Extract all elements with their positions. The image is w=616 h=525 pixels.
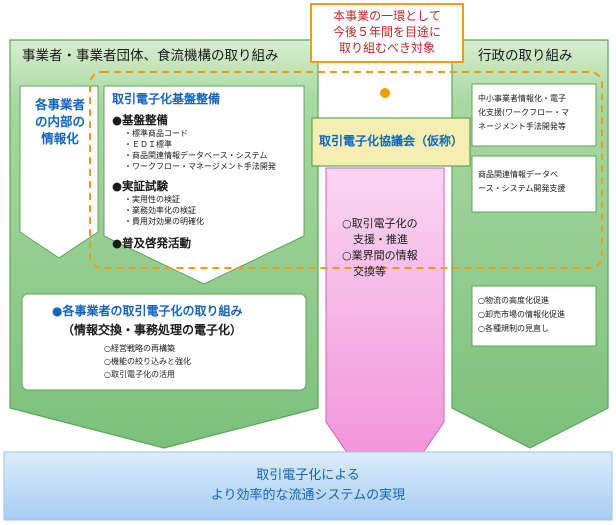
bullet-mark: ●	[112, 113, 123, 127]
gov-box-1-text: 中小事業者情報化・電子 化支援(ワークフロー・マ ネージメント手法開発等	[478, 92, 569, 134]
bullet-mark: ●	[112, 179, 123, 193]
pink-line: 交換等	[342, 265, 386, 278]
gov-item: ○物流の高度化促進	[478, 296, 549, 305]
pink-line: ○業界間の情報	[342, 249, 418, 262]
infra-section-test: ●実証試験 ・実用性の検証 ・業務効率化の検証 ・費用対効果の明確化	[112, 178, 276, 227]
gov-line: ース・システム開発支援	[478, 184, 566, 193]
bottom-band	[3, 451, 613, 521]
pink-arrow-text: ○取引電子化の 支援・推進 ○業界間の情報 交換等	[342, 216, 418, 280]
efforts-content: ●各事業者の取引電子化の取り組み （情報交換・事務処理の電子化） ○経営戦略の再…	[52, 302, 242, 381]
gov-box-2	[471, 155, 597, 213]
infra-content: 取引電子化基盤整備 ●基盤整備 ・標準商品コード ・ＥＤＩ標準 ・商品関連情報デ…	[112, 90, 276, 251]
callout-line: 今後５年間を目途に	[332, 25, 441, 39]
callout-dot	[380, 88, 390, 98]
infra-title: 取引電子化基盤整備	[112, 92, 221, 106]
callout-text: 本事業の一環として 今後５年間を目途に 取り組むべき対象	[311, 8, 463, 56]
infra-section-promo: ●普及啓発活動	[112, 235, 276, 251]
gov-item: ○各種規制の見直し	[478, 324, 549, 333]
internal-label-line: の内部の	[34, 114, 85, 129]
gov-box-2-text: 商品関連情報データベ ース・システム開発支援	[478, 168, 565, 196]
bottom-line: より効率的な流通システムの実現	[210, 488, 406, 503]
infra-section-head: ●普及啓発活動	[112, 236, 192, 250]
infra-item: ・標準商品コード	[124, 129, 188, 138]
infra-item: ・実用性の検証	[124, 195, 180, 204]
efforts-item: ○取引電子化の活用	[104, 370, 175, 379]
gov-line: ネージメント手法開発等	[478, 122, 566, 131]
callout-line: 取り組むべき対象	[338, 41, 435, 55]
infra-item: ・ＥＤＩ標準	[124, 140, 172, 149]
callout-line: 本事業の一環として	[333, 9, 441, 23]
council-box	[311, 117, 471, 167]
gov-box-3	[471, 285, 597, 347]
efforts-subtitle: （情報交換・事務処理の電子化）	[62, 323, 243, 337]
gov-item: ○卸売市場の情報化促進	[478, 310, 565, 319]
left-header: 事業者・事業者団体、食流機構の取り組み	[22, 48, 279, 64]
infra-section-head: ●基盤整備	[112, 113, 169, 127]
internal-label: 各事業者 の内部の 情報化	[24, 96, 96, 147]
infra-item: ・費用対効果の明確化	[124, 217, 204, 226]
infra-section-base: ●基盤整備 ・標準商品コード ・ＥＤＩ標準 ・商品関連情報データベース・システム…	[112, 112, 276, 172]
gov-line: 中小事業者情報化・電子	[478, 94, 566, 103]
efforts-item: ○機能の絞り込みと強化	[104, 357, 191, 366]
gov-box-1	[471, 83, 597, 147]
infra-item: ・商品関連情報データベース・システム	[124, 151, 268, 160]
infra-item: ・ワークフロー・マネージメント手法開発	[124, 162, 276, 171]
gov-line: 商品関連情報データベ	[478, 170, 558, 179]
internal-label-line: 情報化	[41, 131, 79, 146]
efforts-box	[21, 293, 307, 391]
bottom-text: 取引電子化による より効率的な流通システムの実現	[4, 466, 612, 506]
infra-shape	[103, 85, 305, 285]
council-label: 取引電子化協議会（仮称）	[318, 134, 463, 148]
pink-line: ○取引電子化の	[342, 217, 418, 230]
bottom-line: 取引電子化による	[256, 468, 360, 483]
callout-box	[310, 3, 464, 63]
internal-label-shape	[19, 85, 99, 259]
infra-item: ・業務効率化の検証	[124, 206, 196, 215]
right-header: 行政の取り組み	[478, 48, 573, 64]
efforts-item: ○経営戦略の再構築	[104, 344, 175, 353]
target-area-dashed	[89, 71, 603, 269]
efforts-title: ●各事業者の取引電子化の取り組み	[52, 304, 243, 318]
gov-line: 化支援(ワークフロー・マ	[478, 108, 570, 117]
gov-box-3-text: ○物流の高度化促進 ○卸売市場の情報化促進 ○各種規制の見直し	[478, 294, 565, 336]
pink-line: 支援・推進	[342, 233, 408, 246]
internal-label-line: 各事業者	[34, 97, 85, 112]
infra-section-head: ●実証試験	[112, 179, 169, 193]
bullet-mark: ●	[112, 236, 123, 250]
